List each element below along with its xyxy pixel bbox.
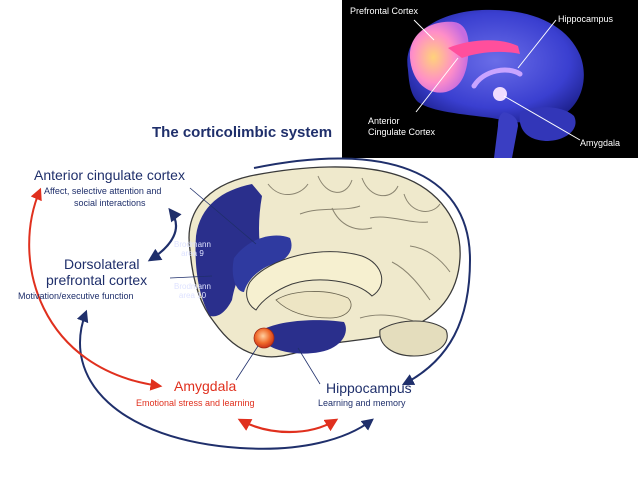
cerebellum (379, 320, 448, 357)
corpus-callosum (246, 251, 383, 311)
cingulate-region (232, 235, 292, 292)
brodmann-9-line2: area 9 (181, 249, 204, 258)
inset-label-anterior-line1: Anterior (368, 116, 400, 126)
inset-hippocampus-highlight (471, 67, 523, 89)
inset-brain-image: Prefrontal Cortex Hippocampus Anterior C… (342, 0, 638, 158)
inset-label-prefrontal: Prefrontal Cortex (350, 6, 419, 16)
anterior-cingulate-name: Anterior cingulate cortex (34, 167, 185, 183)
inset-brainstem (494, 112, 518, 158)
inset-label-hippocampus: Hippocampus (558, 14, 614, 24)
brodmann-area-10-label: Brodmann area 10 (174, 282, 211, 300)
brodmann-area-9-label: Brodmann area 9 (174, 240, 211, 258)
arrow-anterior-dorsolateral (147, 207, 182, 262)
amygdala-name: Amygdala (174, 378, 237, 394)
inset-cingulate-highlight (448, 40, 520, 58)
inset-label-amygdala: Amygdala (580, 138, 621, 148)
brain-outline (188, 166, 461, 358)
amygdala-desc: Emotional stress and learning (136, 398, 255, 408)
hippocampus-desc: Learning and memory (318, 398, 406, 408)
arrow-anterior-hippocampus (253, 157, 472, 386)
thalamus (275, 291, 352, 319)
inset-amygdala-highlight (493, 87, 507, 101)
brodmann-10-line2: area 10 (178, 291, 207, 300)
brain-gyri (267, 175, 451, 323)
inset-brain-illustration (407, 9, 584, 158)
arrow-amygdala-hippocampus (237, 418, 339, 434)
dorsolateral-name-line2: prefrontal cortex (46, 272, 148, 288)
arrow-anterior-amygdala (28, 187, 163, 391)
anterior-cingulate-desc-line1: Affect, selective attention and (44, 186, 162, 196)
amygdala-region (253, 327, 275, 349)
leader-anterior-cingulate (189, 187, 257, 245)
brodmann-10-line1: Brodmann (174, 282, 211, 291)
inset-cerebellum (519, 107, 576, 141)
diagram-title: The corticolimbic system (152, 124, 333, 141)
hippocampus-region (259, 320, 346, 354)
brodmann-9-line1: Brodmann (174, 240, 211, 249)
leader-hippocampus (297, 347, 321, 385)
dorsolateral-desc: Motivation/executive function (18, 291, 134, 301)
leader-amygdala (235, 345, 259, 381)
inset-label-anterior-line2: Cingulate Cortex (368, 127, 436, 137)
hippocampus-name: Hippocampus (326, 380, 412, 396)
anterior-cingulate-desc-line2: social interactions (74, 198, 146, 208)
leader-dorsolateral (169, 275, 213, 279)
dorsolateral-name-line1: Dorsolateral (64, 256, 140, 272)
inset-prefrontal-highlight (409, 21, 469, 93)
